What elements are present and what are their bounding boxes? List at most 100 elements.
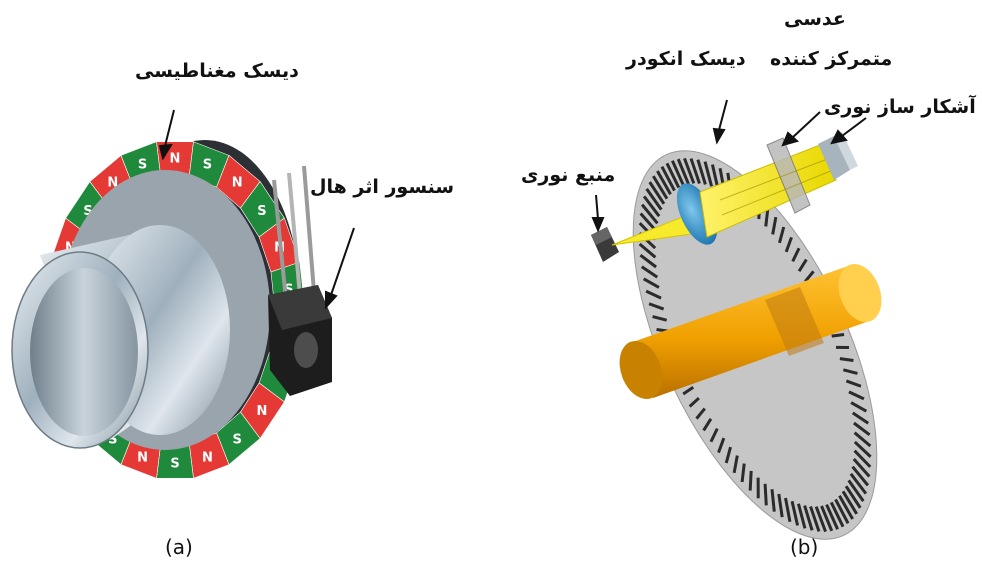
encoder-slot <box>838 495 854 520</box>
encoder-slot <box>689 158 701 185</box>
encoder-slot <box>784 497 792 522</box>
pole-letter: N <box>170 152 181 167</box>
caption-b: (b) <box>790 535 819 559</box>
shaft-bore <box>30 268 138 436</box>
label-magnetic-disk: دیسک مغناطیسی <box>135 60 299 82</box>
encoder-slot <box>640 203 659 225</box>
encoder-slot <box>796 503 807 529</box>
label-hall-sensor: سنسور اثر هال <box>310 176 455 198</box>
encoder-slot <box>702 417 713 432</box>
pole-letter: S <box>138 158 147 173</box>
caption-a: (a) <box>165 535 193 559</box>
encoder-slot <box>652 175 669 200</box>
encoder-slot <box>791 247 801 263</box>
encoder-slot <box>778 226 786 244</box>
encoder-slot <box>660 166 676 192</box>
panel-a-magnetic-encoder: NSNSNSNSNSNSNSNSNSNSNS <box>11 109 355 479</box>
label-arrows-b <box>591 99 867 233</box>
encoder-slot <box>703 161 714 187</box>
encoder-slot <box>841 490 858 515</box>
encoder-slot <box>850 401 868 413</box>
encoder-slot <box>825 503 839 530</box>
pole-letter: S <box>203 158 212 173</box>
encoder-slot <box>638 242 657 259</box>
encoder-slot <box>853 449 872 468</box>
encoder-slot <box>639 253 657 269</box>
encoder-slot <box>648 302 665 311</box>
encoder-slot <box>683 157 696 184</box>
encoder-slot <box>748 470 753 491</box>
encoder-slot <box>848 390 865 401</box>
encoder-slot <box>648 181 666 205</box>
encoder-slot <box>764 207 770 227</box>
encoder-slot <box>803 505 814 531</box>
pole-letter: N <box>202 450 213 465</box>
pole-letter: N <box>107 176 118 191</box>
pole-letter: S <box>232 432 241 447</box>
encoder-slot <box>804 270 815 283</box>
encoder-slot <box>853 431 872 448</box>
encoder-slot <box>797 258 808 273</box>
encoder-slot <box>710 164 720 190</box>
encoder-slot <box>640 265 659 279</box>
encoder-slot <box>852 458 871 478</box>
encoder-slot <box>717 437 726 454</box>
encoder-slot <box>814 506 827 533</box>
pole-letter: S <box>170 457 179 472</box>
encoder-slot <box>763 483 768 506</box>
encoder-slot <box>853 440 872 458</box>
label-light-source: منبع نوری <box>521 164 616 186</box>
encoder-slot <box>849 472 868 495</box>
encoder-slot <box>732 455 739 474</box>
encoder-slot <box>665 162 681 189</box>
encoder-slot <box>842 368 858 375</box>
encoder-slot <box>671 160 685 187</box>
encoder-slot <box>829 501 845 528</box>
encoder-slot <box>784 236 793 253</box>
encoder-slot <box>770 489 776 512</box>
encoder-slot <box>851 465 870 487</box>
encoder-slot <box>740 463 746 483</box>
encoder-slot <box>656 170 672 195</box>
encoder-slot <box>790 500 800 526</box>
encoder-slot <box>835 345 850 350</box>
encoder-slot <box>652 315 668 322</box>
hall-sensor <box>268 285 332 396</box>
encoder-slot <box>709 427 719 443</box>
label-encoder-disk: دیسک انکودر <box>626 48 746 70</box>
encoder-slot <box>645 289 662 300</box>
encoder-slot <box>847 479 865 502</box>
encoder-slot <box>771 216 778 235</box>
pole-letter: S <box>108 432 117 447</box>
encoder-slot <box>851 411 870 425</box>
beam-stripes <box>719 157 834 216</box>
label-arrows-a <box>158 109 355 310</box>
encoder-slot <box>696 159 707 185</box>
hall-sensor-leads <box>272 165 316 301</box>
encoder-slot <box>756 477 760 499</box>
light-source <box>591 227 619 262</box>
pole-letter: N <box>232 176 243 191</box>
encoder-slot <box>777 493 784 518</box>
label-focusing-lens-line1: عدسی <box>784 8 846 30</box>
encoder-slot <box>853 421 871 437</box>
encoder-slot <box>831 333 845 338</box>
encoder-slot <box>642 277 660 289</box>
encoder-slot <box>809 505 821 532</box>
encoder-slot <box>839 357 854 363</box>
encoder-slot <box>845 379 862 388</box>
label-light-detector: آشکار ساز نوری <box>824 96 976 118</box>
pole-letter: N <box>256 404 267 419</box>
encoder-shaft <box>619 263 882 400</box>
focusing-lens-plate <box>766 137 811 214</box>
encoder-slot <box>682 386 695 396</box>
encoder-slot <box>642 195 661 218</box>
encoder-slot <box>820 505 834 532</box>
pole-letter: S <box>284 282 293 297</box>
pole-letter: S <box>257 204 266 219</box>
encoder-slot <box>834 498 850 524</box>
pole-letter: N <box>65 241 76 256</box>
encoder-slot <box>676 158 690 185</box>
encoder-slot <box>844 485 862 509</box>
